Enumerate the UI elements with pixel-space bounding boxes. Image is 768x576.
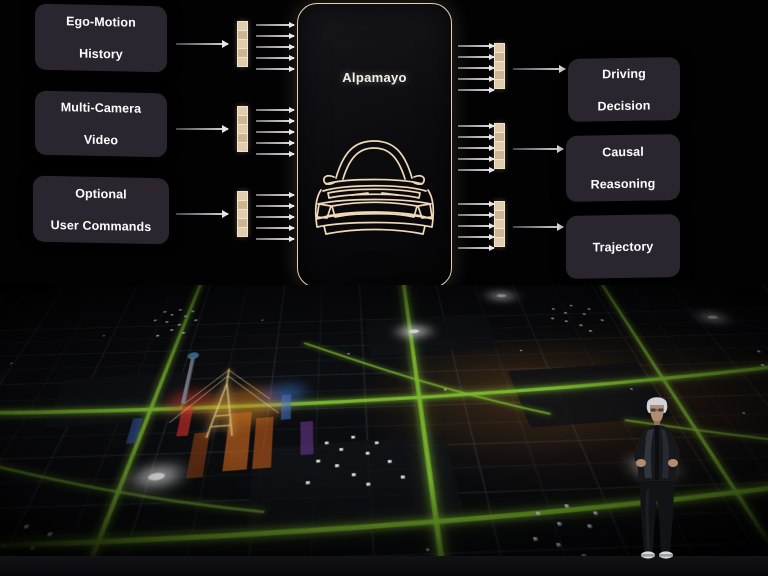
output-label-line1: Causal [602, 144, 644, 160]
input-box-multi-camera-video: Multi-Camera Video [35, 90, 167, 158]
input-label-line2: User Commands [50, 217, 152, 235]
output-box-causal-reasoning: Causal Reasoning [566, 134, 680, 202]
token-strip-output-2 [494, 123, 505, 169]
car-outline-icon [306, 122, 443, 247]
arrow-output-causal-reasoning [513, 148, 563, 150]
token-strip-output-3 [494, 201, 505, 247]
input-label-line2: History [79, 46, 123, 62]
token-strip-input-3 [237, 191, 248, 237]
input-box-ego-motion-history: Ego-Motion History [35, 3, 167, 73]
stage-floor [0, 556, 768, 576]
token-strip-output-1 [494, 43, 505, 89]
arrow-input-multi-camera [176, 128, 228, 130]
output-box-driving-decision: Driving Decision [568, 57, 680, 122]
arrow-output-driving-decision [513, 68, 565, 70]
output-box-trajectory: Trajectory [566, 214, 680, 279]
presenter-figure [624, 390, 690, 562]
arrow-input-user-commands [176, 213, 228, 215]
alpamayo-model-title: Alpamayo [342, 70, 407, 85]
arrow-bundle-output-2 [458, 125, 494, 171]
token-strip-input-1 [237, 21, 248, 67]
token-strip-input-2 [237, 106, 248, 152]
output-label-line1: Trajectory [592, 238, 654, 255]
output-label-line2: Reasoning [590, 176, 656, 192]
arrow-bundle-output-1 [458, 45, 494, 91]
input-label-line1: Multi-Camera [60, 100, 142, 116]
arrow-input-ego-motion [176, 43, 228, 45]
arrow-bundle-input-3 [256, 194, 294, 240]
alpamayo-model-panel: Alpamayo [297, 3, 452, 288]
input-box-optional-user-commands: Optional User Commands [33, 175, 169, 245]
input-label-line1: Ego-Motion [66, 14, 136, 30]
output-label-line1: Driving [602, 66, 646, 81]
input-label-line2: Video [83, 132, 119, 148]
arrow-output-trajectory [513, 226, 563, 228]
arrow-bundle-input-2 [256, 109, 294, 155]
output-label-line2: Decision [597, 98, 651, 113]
input-label-line1: Optional [75, 186, 127, 202]
arrow-bundle-input-1 [256, 24, 294, 70]
slide-architecture-diagram: Ego-Motion History Multi-Camera Video Op… [0, 0, 768, 290]
arrow-bundle-output-3 [458, 203, 494, 249]
